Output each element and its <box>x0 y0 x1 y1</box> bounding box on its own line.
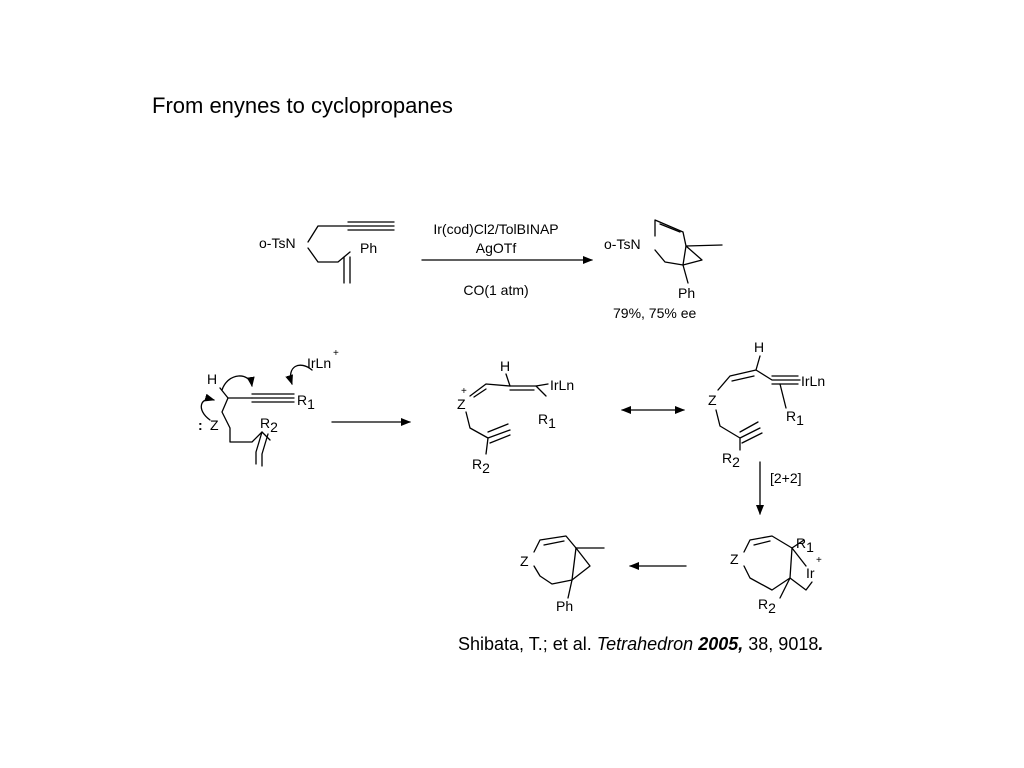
product-ph-label: Ph <box>678 285 695 301</box>
reagent-iridium: Ir(cod)Cl2/TolBINAP <box>433 221 558 237</box>
r1-label-4: R1 <box>796 535 814 555</box>
ir-charge: + <box>816 555 822 566</box>
iridacyclobutane: R1 Ir + Z R2 <box>730 535 822 616</box>
carbocation-intermediate: H IrLn R1 Z + R2 <box>457 358 574 476</box>
z-label: Z <box>210 417 219 433</box>
citation-end: . <box>818 634 824 654</box>
bicyclic-product-general: Z Ph <box>520 535 605 614</box>
condition-co: CO(1 atm) <box>463 282 528 298</box>
z-label-4: Z <box>730 551 739 567</box>
z-charge: + <box>461 386 467 397</box>
r2-label-2: R2 <box>472 456 490 476</box>
carbene-intermediate: H IrLn R1 Z R2 <box>708 339 825 470</box>
reagent-silver: AgOTf <box>476 240 517 256</box>
r1-label-3: R1 <box>786 408 804 428</box>
z-label-5: Z <box>520 553 529 569</box>
product-tsn-label: o-TsN <box>604 236 641 252</box>
r1-label: R1 <box>297 392 315 412</box>
yield-label: 79%, 75% ee <box>613 305 696 321</box>
slide-title: From enynes to cyclopropanes <box>152 93 453 118</box>
starting-enyne: o-TsN Ph <box>259 221 395 284</box>
irln-label-2: IrLn <box>550 377 574 393</box>
h-label-3: H <box>754 339 764 355</box>
irln-label: IrLn <box>307 355 331 371</box>
lone-pair: : <box>198 417 203 433</box>
reaction-conditions: Ir(cod)Cl2/TolBINAP AgOTf CO(1 atm) <box>421 221 593 298</box>
h-label: H <box>207 371 217 387</box>
citation-year: 2005, <box>698 634 744 654</box>
enyne-complex: IrLn + H R1 Z : R2 <box>198 348 339 467</box>
bicyclic-product: o-TsN Ph 79%, 75% ee <box>604 219 723 321</box>
z-cation-label: Z <box>457 396 466 412</box>
citation-journal: Tetrahedron <box>596 634 694 654</box>
z-label-3: Z <box>708 392 717 408</box>
citation-volume: 38, 9018 <box>748 634 819 654</box>
h-label-2: H <box>500 358 510 374</box>
cycloaddition-label: [2+2] <box>770 470 802 486</box>
citation: Shibata, T.; et al. Tetrahedron 2005, 38… <box>458 634 823 655</box>
irln-charge: + <box>333 348 339 359</box>
r2-label: R2 <box>260 415 278 435</box>
r2-label-3: R2 <box>722 450 740 470</box>
sm-tsn-label: o-TsN <box>259 235 296 251</box>
citation-authors: Shibata, T.; et al. <box>458 634 592 654</box>
irln-label-3: IrLn <box>801 373 825 389</box>
sm-ph-label: Ph <box>360 240 377 256</box>
ph-label-5: Ph <box>556 598 573 614</box>
ir-label: Ir <box>806 565 815 581</box>
r1-label-2: R1 <box>538 411 556 431</box>
r2-label-4: R2 <box>758 596 776 616</box>
